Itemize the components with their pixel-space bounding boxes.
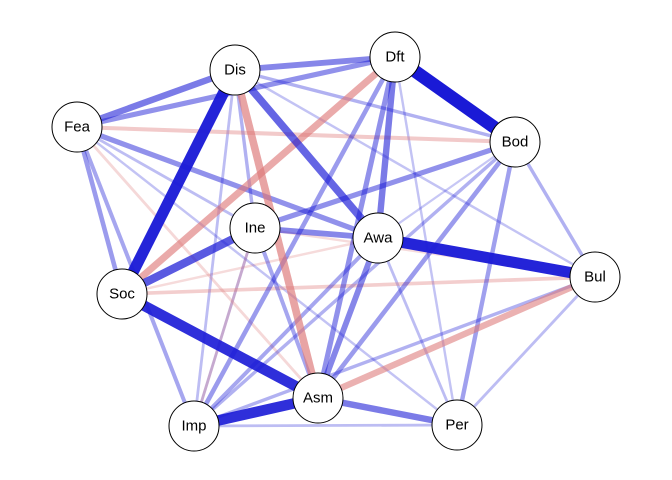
edge-imp-dft [191, 55, 398, 428]
edge-soc-asm [119, 289, 321, 403]
node-fea: Fea [51, 101, 103, 153]
node-label: Fea [64, 119, 91, 136]
edge-asm-fea [75, 126, 320, 399]
node-circle [352, 212, 404, 264]
edge-imp-per [193, 423, 458, 428]
edge-ine-imp [192, 227, 257, 427]
node-label: Soc [109, 286, 135, 303]
node-label: Per [445, 417, 468, 434]
node-imp: Imp [168, 400, 220, 452]
node-label: Awa [364, 230, 394, 247]
node-label: Ine [245, 220, 266, 237]
edge-layer [74, 51, 597, 432]
node-label: Dft [385, 49, 405, 66]
edge-fea-per [76, 126, 458, 426]
edge-awa-bod [377, 141, 516, 239]
edge-per-awa [376, 237, 459, 426]
node-circle [168, 400, 220, 452]
node-soc: Soc [96, 268, 148, 320]
edge-asm-awa [315, 236, 381, 400]
edge-per-bul [455, 276, 597, 426]
edge-imp-bod [192, 140, 517, 428]
edge-dft-awa [374, 56, 399, 239]
edge-soc-awa [121, 236, 379, 296]
edge-imp-awa [192, 236, 380, 428]
node-circle [292, 372, 344, 424]
node-dft: Dft [369, 31, 421, 83]
node-bod: Bod [489, 116, 541, 168]
edge-asm-bul [316, 274, 597, 401]
node-circle [569, 251, 621, 303]
node-circle [209, 44, 261, 96]
node-circle [431, 399, 483, 451]
node-bul: Bul [569, 251, 621, 303]
edge-imp-ine [192, 227, 257, 427]
edge-dis-soc [117, 67, 240, 297]
edge-imp-bul [193, 275, 596, 428]
edge-dis-bod [234, 68, 516, 144]
edge-fea-awa [76, 124, 379, 241]
node-circle [96, 268, 148, 320]
node-ine: Ine [229, 202, 281, 254]
edge-fea-bod [76, 125, 516, 144]
node-label: Imp [181, 418, 206, 435]
edge-bod-bul [513, 141, 597, 278]
node-dis: Dis [209, 44, 261, 96]
edge-bod-per [454, 141, 518, 426]
node-circle [51, 101, 103, 153]
node-circle [369, 31, 421, 83]
edge-dis-dft [234, 54, 396, 73]
edge-fea-soc [74, 126, 125, 295]
node-label: Asm [303, 390, 333, 407]
edge-fea-dis [75, 66, 237, 131]
node-asm: Asm [292, 372, 344, 424]
node-per: Per [431, 399, 483, 451]
node-label: Dis [224, 62, 246, 79]
edge-bul-dis [234, 68, 596, 279]
edge-awa-bul [377, 232, 596, 283]
node-circle [489, 116, 541, 168]
edge-fea-ine [76, 125, 256, 230]
node-label: Bul [584, 269, 606, 286]
node-circle [229, 202, 281, 254]
node-label: Bod [502, 134, 529, 151]
edge-dis-awa [232, 67, 381, 241]
node-awa: Awa [352, 212, 404, 264]
edge-asm-bod [316, 140, 517, 400]
